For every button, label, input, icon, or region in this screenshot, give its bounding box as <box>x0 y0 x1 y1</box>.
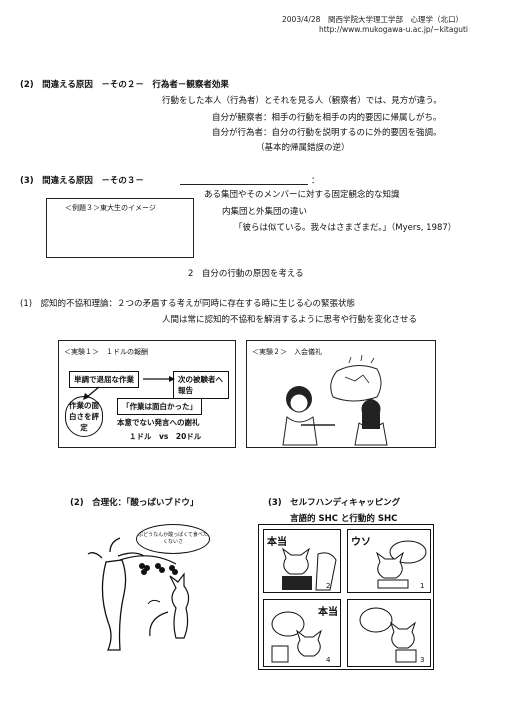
rationalization-heading: (2) 合理化：「酸っぱいブドウ」 <box>70 498 199 508</box>
section3-line1: ある集団やそのメンバーに対する固定観念的な知識 <box>204 190 400 200</box>
section3-line2: 内集団と外集団の違い <box>222 207 308 217</box>
experiment1-amounts: １ドル vs 20ドル <box>129 432 202 441</box>
comic-panel-3: 3 <box>347 599 431 667</box>
section2-heading: (2) 間違える原因 －その２－ 行為者－観察者効果 <box>20 80 229 90</box>
section3-quote: 「彼らは似ている。我々はさまざまだ。」（Myers, 1987） <box>234 223 457 233</box>
fill-in-blank <box>180 184 308 185</box>
part2-item1-line2: 人間は常に認知的不協和を解消するように思考や行動を変化させる <box>162 315 418 325</box>
fox-speech-bubble: ぶどうなんか酸っぱくて食べたくないさ <box>136 524 210 554</box>
comic-num-4: 4 <box>326 656 331 664</box>
fox-grapes-drawing <box>87 537 190 651</box>
section3-heading: (3) 間違える原因 －その３－ <box>20 176 144 186</box>
experiment1-label: ＜実験１＞ １ドルの報酬 <box>64 348 148 356</box>
experiment1-reward: 本意でない発言への謝礼 <box>117 418 200 427</box>
comic-panel-1: ウソ 1 <box>347 529 431 593</box>
section2-line4: （基本的帰属錯誤の逆） <box>256 143 350 153</box>
initiation-illustration <box>282 354 388 446</box>
comic-figure-4 <box>271 611 322 663</box>
experiment1-task: 単調で退屈な作業 <box>69 371 139 388</box>
experiment2-box: ＜実験２＞ 入会儀礼 <box>246 340 436 448</box>
section2-line1: 行動をした本人（行為者）とそれを見る人（観察者）では、見方が違う。 <box>162 96 442 106</box>
comic-num-3: 3 <box>420 656 425 664</box>
section3-colon: ： <box>311 176 320 186</box>
comic-num-2: 2 <box>326 582 331 590</box>
header-date-course: 2003/4/28 関西学院大学理工学部 心理学（北口） <box>282 15 463 24</box>
experiment2-label: ＜実験２＞ 入会儀礼 <box>252 348 322 356</box>
experiment1-rate: 作業の面白さを評定 <box>65 396 103 437</box>
comic-panel-2: 本当 2 <box>263 529 341 593</box>
example-box: ＜例題３＞東大生のイメージ <box>46 198 194 258</box>
shc-subheading: 言語的 SHC と行動的 SHC <box>290 514 398 524</box>
shc-heading: (3) セルフハンディキャッピング <box>268 498 401 508</box>
shc-comic: 本当 2 ウソ 1 本当 4 3 <box>258 524 434 670</box>
experiment1-said: 「作業は面白かった」 <box>117 398 202 415</box>
comic-figure-2 <box>282 547 337 591</box>
comic-num-1: 1 <box>420 582 425 590</box>
comic-figure-3 <box>359 607 417 663</box>
experiment1-box: ＜実験１＞ １ドルの報酬 単調で退屈な作業 次の被験者へ報告 作業の面白さを評定… <box>58 340 236 448</box>
header-url: http://www.mukogawa-u.ac.jp/~kitaguti <box>319 25 468 34</box>
comic-label-top-right: ウソ <box>351 537 371 548</box>
comic-figure-1 <box>376 540 427 589</box>
experiment1-arrows <box>83 376 175 400</box>
section2-line3: 自分が行為者：自分の行動を説明するのに外的要因を強調。 <box>212 128 442 138</box>
comic-label-top-left: 本当 <box>267 537 287 548</box>
comic-panel-4: 本当 4 <box>263 599 341 667</box>
comic-label-bottom-left: 本当 <box>318 607 338 618</box>
experiment1-report: 次の被験者へ報告 <box>173 371 229 399</box>
fox-grapes-illustration: ぶどうなんか酸っぱくて食べたくないさ <box>84 522 216 652</box>
section2-line2: 自分が観察者：相手の行動を相手の内的要因に帰属しがち。 <box>212 113 442 123</box>
part2-item1-line1: (1) 認知的不協和理論：２つの矛盾する考えが同時に存在する時に生じる心の緊張状… <box>20 299 356 309</box>
part2-title: 2 自分の行動の原因を考える <box>188 269 304 279</box>
example-box-label: ＜例題３＞東大生のイメージ <box>65 204 156 212</box>
